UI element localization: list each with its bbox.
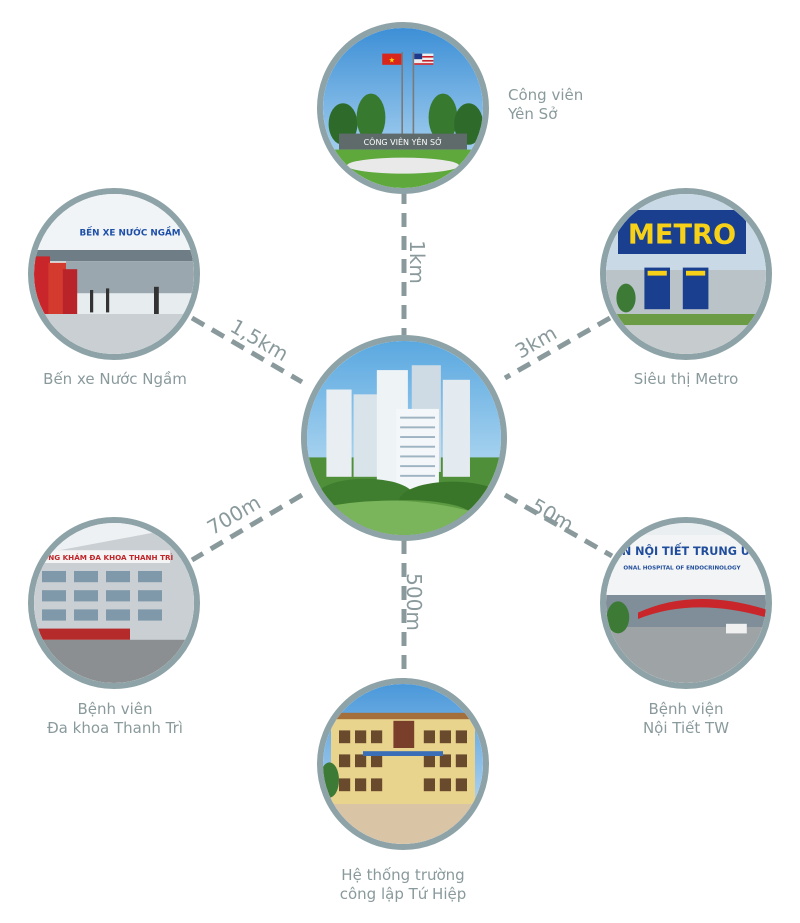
- metro-image: METRO: [600, 188, 772, 360]
- distance-tu-hiep-school: 500m: [401, 573, 426, 631]
- label-endocrine-hospital: Bệnh viện Nội Tiết TW: [642, 700, 730, 737]
- svg-text:★: ★: [389, 55, 395, 64]
- distance-yen-so-park: 1km: [404, 240, 429, 284]
- connector-endocrine-hospital: [503, 492, 614, 559]
- thanh-tri-hospital-image: PHÒNG KHÁM ĐA KHOA THANH TRÌ: [28, 517, 200, 689]
- label-thanh-tri-hospital: Bệnh viên Đa khoa Thanh Trì: [47, 700, 183, 737]
- label-tu-hiep-school: Hệ thống trường công lập Tứ Hiệp: [339, 866, 467, 903]
- connector-metro: [503, 315, 612, 381]
- yen-so-sign: CÔNG VIÊN YÊN SỞ: [364, 136, 443, 147]
- yen-so-park-image: ★ CÔNG VIÊN YÊN SỞ: [317, 22, 489, 194]
- label-metro: Siêu thị Metro: [633, 370, 739, 388]
- nuoc-ngam-bus-image: BẾN XE NƯỚC NGẦM: [28, 188, 200, 360]
- endocrine-hospital-image: N NỘI TIẾT TRUNG Ư ONAL HOSPITAL OF ENDO…: [600, 517, 772, 689]
- metro-sign: METRO: [628, 220, 736, 251]
- center-apartment-image: [301, 335, 507, 541]
- label-yen-so-park: Công viên Yên Sở: [508, 86, 584, 123]
- nuoc-ngam-sign: BẾN XE NƯỚC NGẦM: [79, 226, 180, 239]
- thanh-tri-sign: PHÒNG KHÁM ĐA KHOA THANH TRÌ: [34, 553, 174, 562]
- endocrine-subsign: ONAL HOSPITAL OF ENDOCRINOLOGY: [623, 565, 741, 571]
- endocrine-sign: N NỘI TIẾT TRUNG Ư: [622, 543, 751, 558]
- tu-hiep-school-image: [317, 678, 489, 850]
- label-nuoc-ngam-bus: Bến xe Nước Ngầm: [43, 370, 187, 388]
